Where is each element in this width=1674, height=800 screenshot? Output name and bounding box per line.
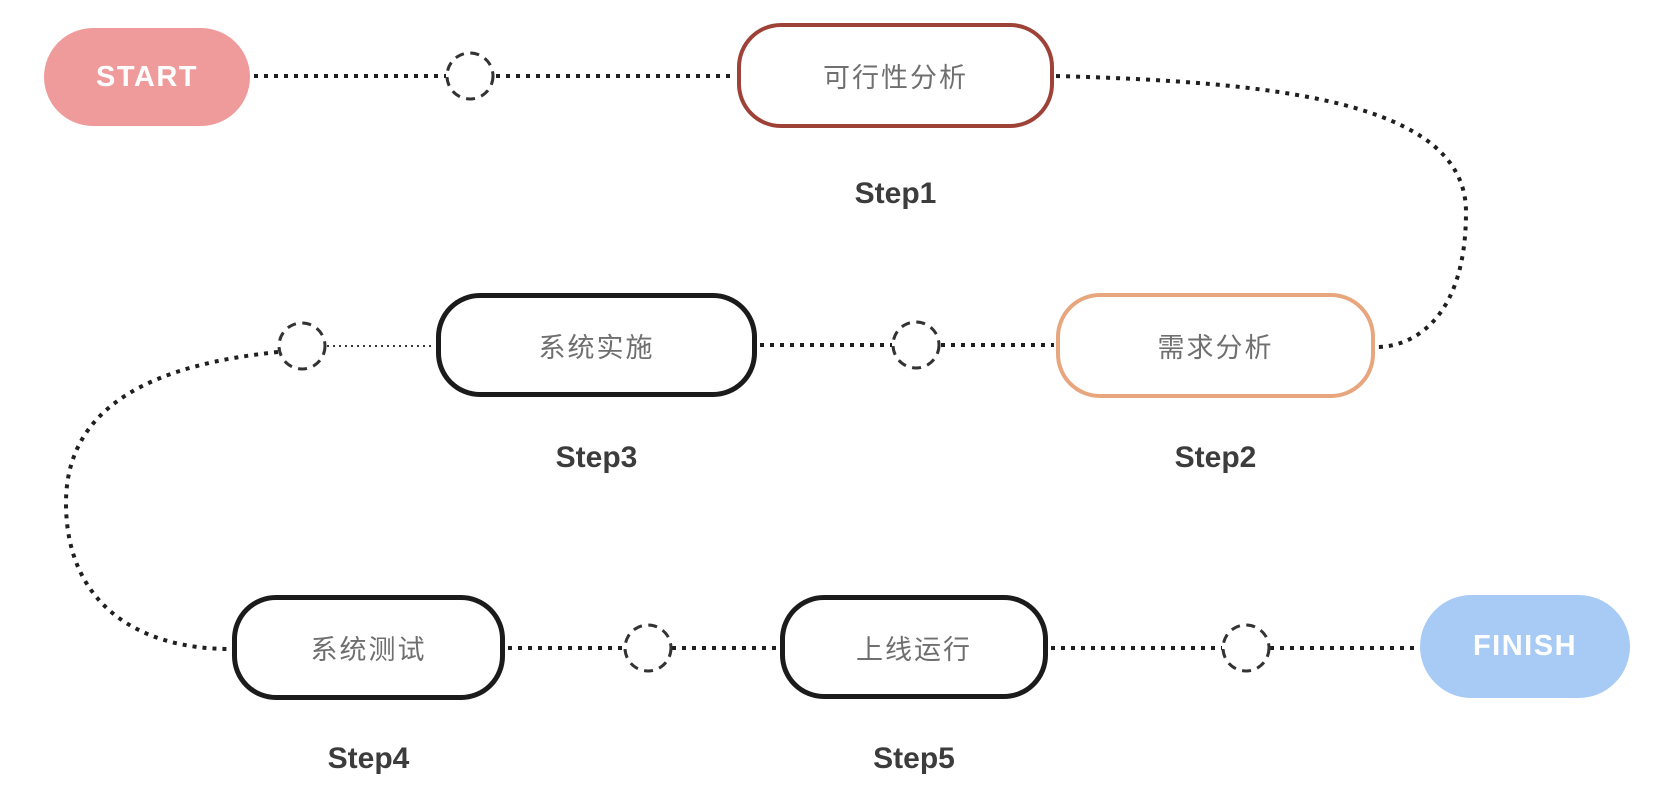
junction-node-2[interactable] bbox=[891, 320, 941, 370]
step4-caption: Step4 bbox=[327, 742, 410, 775]
step3-caption: Step3 bbox=[555, 441, 638, 474]
step1-node[interactable]: 可行性分析 bbox=[737, 23, 1054, 128]
connector-curve-step1-to-step2 bbox=[1055, 74, 1469, 349]
junction-node-1[interactable] bbox=[445, 51, 495, 101]
connector-curve-junction3-to-step4 bbox=[63, 350, 279, 651]
step1-caption: Step1 bbox=[854, 177, 937, 210]
junction-node-5[interactable] bbox=[1221, 623, 1271, 673]
start-node[interactable]: START bbox=[44, 28, 250, 126]
step2-node[interactable]: 需求分析 bbox=[1056, 293, 1375, 398]
finish-node[interactable]: FINISH bbox=[1420, 595, 1630, 698]
step5-node[interactable]: 上线运行 bbox=[780, 595, 1048, 699]
step2-caption: Step2 bbox=[1174, 441, 1257, 474]
step3-node[interactable]: 系统实施 bbox=[436, 293, 757, 397]
junction-node-4[interactable] bbox=[623, 623, 673, 673]
junction-node-3[interactable] bbox=[277, 321, 327, 371]
step5-caption: Step5 bbox=[873, 742, 955, 775]
step4-node[interactable]: 系统测试 bbox=[232, 595, 505, 700]
